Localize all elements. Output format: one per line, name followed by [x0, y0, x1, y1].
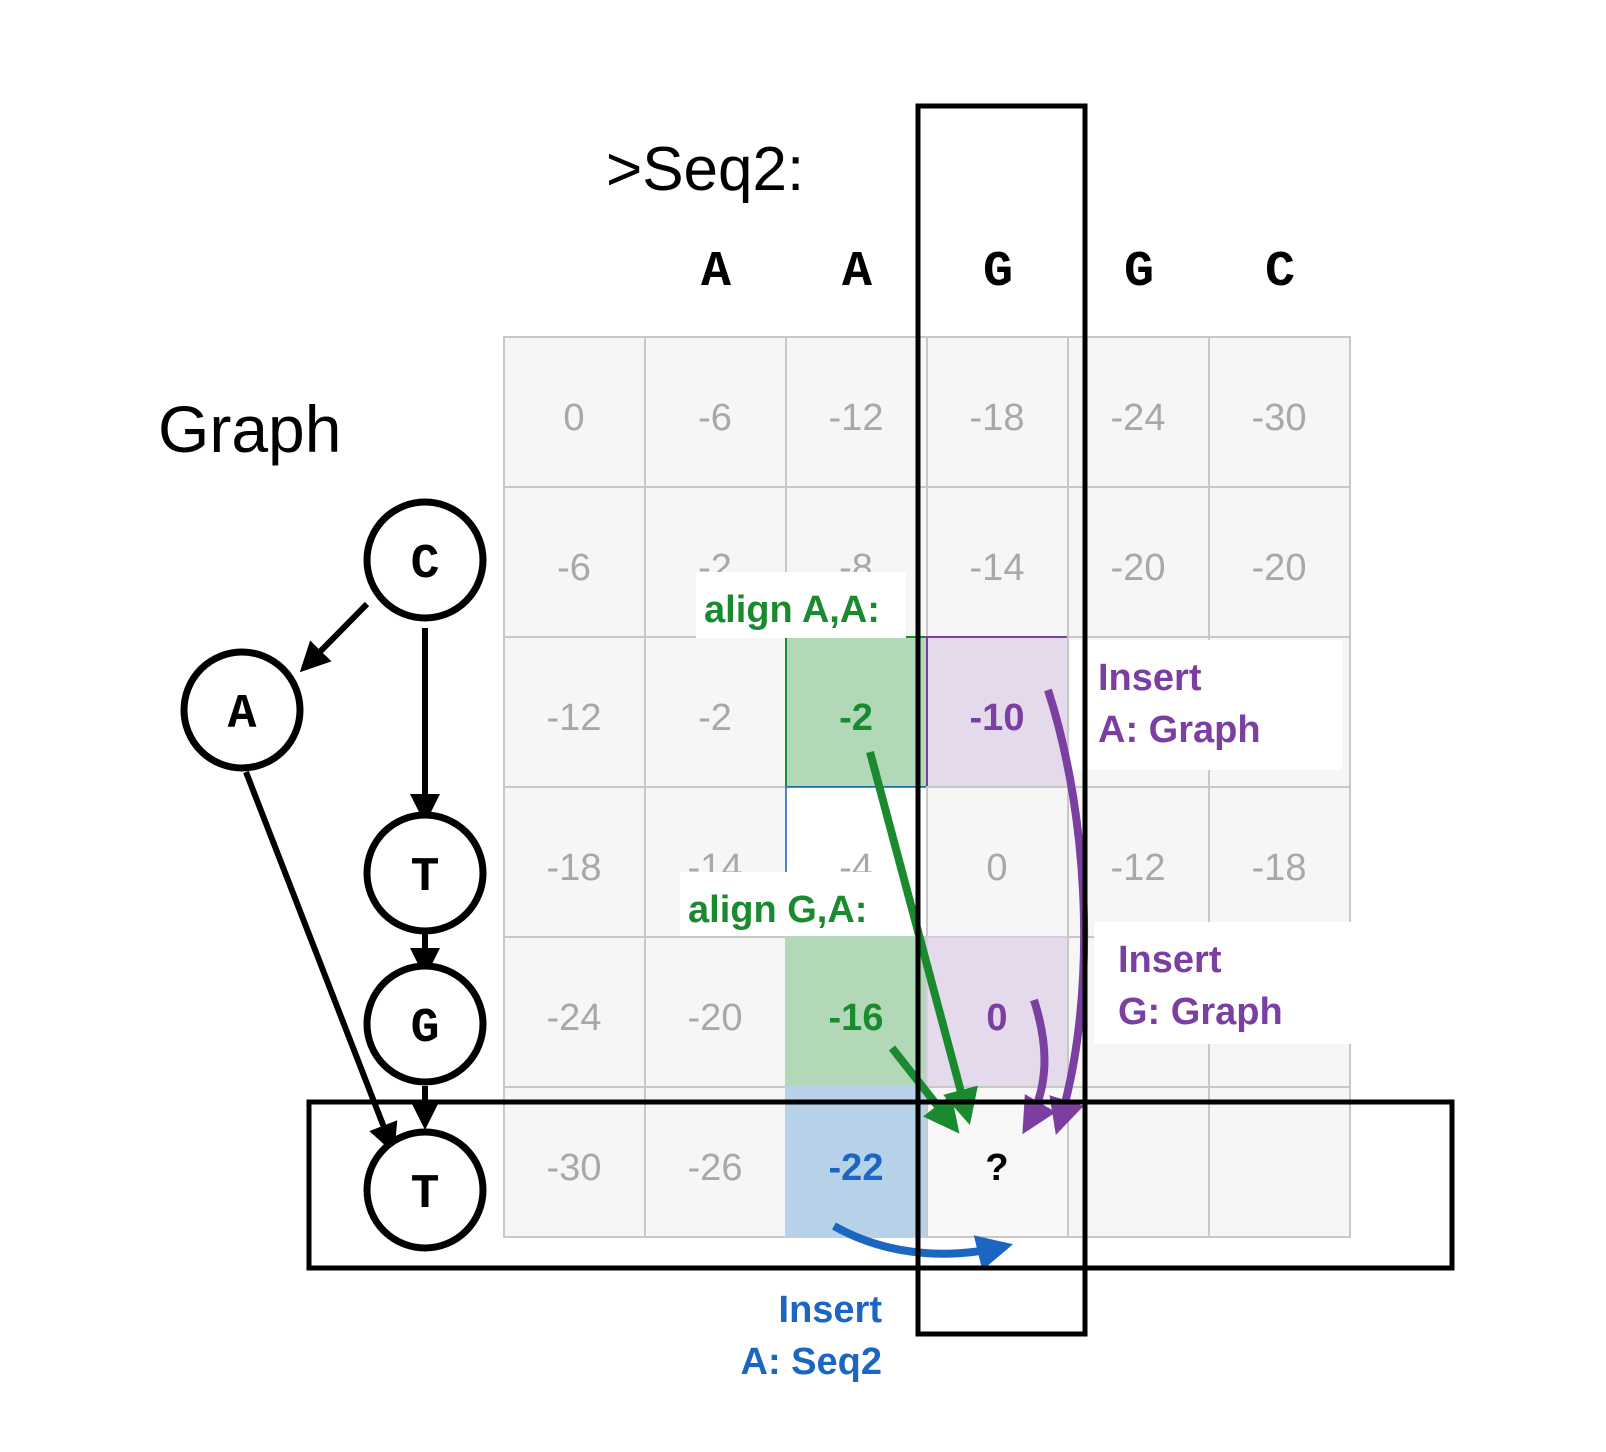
label-background	[680, 872, 910, 936]
matrix-cell	[503, 786, 646, 938]
label-background	[696, 572, 906, 638]
score-value: -20	[688, 997, 743, 1039]
label-insert-graph-a-line2: A: Graph	[1098, 709, 1261, 751]
score-value: 0	[986, 847, 1007, 889]
label-align-aa: align A,A:	[704, 589, 880, 631]
column-letter: A	[842, 244, 872, 301]
score-value: -6	[557, 547, 591, 589]
matrix-cell	[1067, 786, 1210, 938]
score-value: -12	[829, 397, 884, 439]
score-align-ga: -16	[829, 997, 884, 1039]
node-g-label: G	[411, 1002, 440, 1056]
label-insert-graph-g-line1: Insert	[1118, 939, 1222, 981]
score-value: -2	[698, 697, 732, 739]
score-value: -6	[698, 397, 732, 439]
score-value: -24	[1111, 397, 1166, 439]
label-align-ga: align G,A:	[688, 889, 867, 931]
label-insert-graph-a-line1: Insert	[1098, 657, 1202, 699]
column-letter: C	[1265, 244, 1295, 301]
score-insert-graph-a: -10	[970, 697, 1025, 739]
graph-label: Graph	[158, 392, 341, 466]
target-question-mark: ?	[985, 1147, 1008, 1189]
graph-edges	[243, 601, 440, 1154]
score-align-aa: -2	[839, 697, 873, 739]
arrow-insert-seq	[832, 1222, 1013, 1271]
matrix-cell	[503, 336, 646, 488]
column-letter: G	[983, 244, 1013, 301]
matrix-cell	[503, 936, 646, 1088]
score-value: -18	[970, 397, 1025, 439]
label-insert-seq-line2: A: Seq2	[741, 1341, 882, 1383]
score-value: -26	[688, 1147, 743, 1189]
score-value: -12	[547, 697, 602, 739]
score-value: -20	[1111, 547, 1166, 589]
score-value: -30	[1252, 397, 1307, 439]
matrix-cell	[785, 336, 928, 488]
score-insert-seq: -22	[829, 1147, 884, 1189]
matrix-cell	[926, 786, 1069, 938]
score-value: -18	[547, 847, 602, 889]
matrix-cell	[1208, 786, 1351, 938]
label-insert-graph-g-line2: G: Graph	[1118, 991, 1283, 1033]
node-c	[363, 498, 487, 622]
column-letter: A	[701, 244, 731, 301]
matrix-cell	[1208, 486, 1351, 638]
score-value: 0	[563, 397, 584, 439]
node-t1-label: T	[411, 851, 440, 905]
focus-row-box	[306, 1099, 1455, 1271]
node-a-label: A	[228, 688, 257, 742]
focus-column-box	[915, 103, 1088, 1337]
matrix-cell	[1067, 1086, 1210, 1238]
node-t2	[363, 1128, 487, 1252]
arrow-align-ga	[888, 1045, 960, 1134]
sequence-label: >Seq2:	[606, 135, 804, 204]
node-t2-label: T	[411, 1168, 440, 1222]
graph-nodes: C A T G T	[180, 498, 487, 1252]
matrix-cell	[1208, 1086, 1351, 1238]
matrix-cell	[503, 1086, 646, 1238]
matrix-cell	[503, 636, 646, 788]
label-background	[1070, 640, 1342, 770]
node-c-label: C	[411, 538, 440, 592]
matrix-cell	[1208, 336, 1351, 488]
score-value: -30	[547, 1147, 602, 1189]
column-letter: G	[1124, 244, 1154, 301]
column-letters: A A G G C	[701, 244, 1295, 301]
edge-c-a	[299, 601, 370, 673]
edge-a-t	[243, 770, 398, 1154]
matrix-cell	[926, 486, 1069, 638]
node-t1	[363, 811, 487, 935]
score-insert-graph-g: 0	[986, 997, 1007, 1039]
label-insert-seq-line1: Insert	[779, 1289, 883, 1331]
matrix-cell	[644, 336, 787, 488]
score-value: -20	[1252, 547, 1307, 589]
node-a	[180, 648, 304, 772]
score-value: -14	[970, 547, 1025, 589]
node-g	[363, 962, 487, 1086]
highlight-cell-insert-graph-a	[926, 636, 1069, 788]
score-value: -12	[1111, 847, 1166, 889]
matrix-cell	[1067, 336, 1210, 488]
label-background	[1094, 922, 1364, 1044]
score-value: -18	[1252, 847, 1307, 889]
arrow-insert-graph-g	[1022, 998, 1057, 1135]
matrix-cell	[926, 336, 1069, 488]
score-value: -24	[547, 997, 602, 1039]
